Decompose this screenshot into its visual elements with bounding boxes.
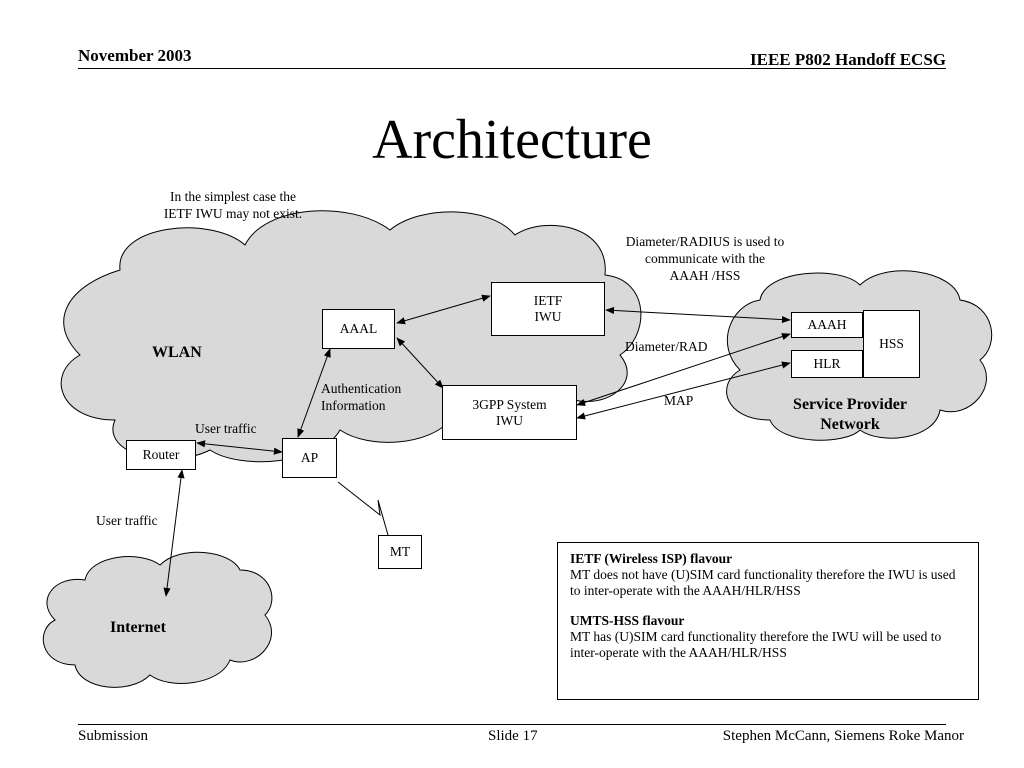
router-node[interactable]: Router <box>126 440 196 470</box>
diameter-note-line3: AAAH /HSS <box>669 268 741 283</box>
edge-ap-mt-wireless <box>337 481 389 536</box>
map-label: MAP <box>664 393 694 408</box>
aaah-node[interactable]: AAAH <box>791 312 863 338</box>
umts-flavour-heading: UMTS-HSS flavour <box>570 613 685 628</box>
3gpp-iwu-node[interactable]: 3GPP System IWU <box>442 385 577 440</box>
footer-slide-number: Slide 17 <box>488 728 538 744</box>
ap-node[interactable]: AP <box>282 438 337 478</box>
ietf-iwu-node[interactable]: IETF IWU <box>491 282 605 336</box>
auth-info-line1: Authentication <box>321 381 402 396</box>
aaal-node[interactable]: AAAL <box>322 309 395 349</box>
wlan-label: WLAN <box>152 344 202 361</box>
ietf-iwu-line1: IETF <box>533 293 563 308</box>
diameter-note-line2: communicate with the <box>645 251 765 266</box>
auth-info-line2: Information <box>321 398 386 413</box>
hlr-node[interactable]: HLR <box>791 350 863 378</box>
user-traffic-top-label: User traffic <box>195 421 257 436</box>
edge-ietf-aaah <box>605 306 791 324</box>
slide-title: Architecture <box>372 109 652 171</box>
user-traffic-left-label: User traffic <box>96 513 158 528</box>
hss-node[interactable]: HSS <box>863 310 920 378</box>
diameter-rad-label: Diameter/RAD <box>625 339 708 354</box>
service-provider-label-line2: Network <box>820 416 880 433</box>
footer-submission: Submission <box>78 728 149 744</box>
diameter-note-line1: Diameter/RADIUS is used to <box>625 234 785 249</box>
auth-info-label: Authentication Information <box>321 380 401 414</box>
edge-router-internet <box>163 469 185 597</box>
footer-rule <box>78 724 946 725</box>
internet-label: Internet <box>110 619 166 636</box>
edge-aaal-3gpp <box>396 337 444 389</box>
footer-author: Stephen McCann, Siemens Roke Manor <box>722 728 964 744</box>
edge-router-ap <box>196 440 283 455</box>
header-date: November 2003 <box>78 46 192 65</box>
service-provider-label-line1: Service Provider <box>793 396 907 413</box>
ietf-iwu-line2: IWU <box>534 309 562 324</box>
mt-node[interactable]: MT <box>378 535 422 569</box>
iwu-note-line1: In the simplest case the <box>170 189 296 204</box>
ietf-flavour-heading: IETF (Wireless ISP) flavour <box>570 551 733 566</box>
ietf-flavour-body: MT does not have (U)SIM card functionali… <box>570 567 956 598</box>
edge-aaal-ap <box>297 348 331 438</box>
header-group: IEEE P802 Handoff ECSG <box>749 50 946 69</box>
edge-3gpp-hlr <box>576 361 791 420</box>
edge-aaal-ietf <box>396 294 491 325</box>
3gpp-iwu-line2: IWU <box>496 412 523 428</box>
iwu-note-line2: IETF IWU may not exist. <box>163 206 303 221</box>
service-provider-label: Service Provider Network <box>770 395 930 435</box>
umts-flavour-body: MT has (U)SIM card functionality therefo… <box>570 629 942 660</box>
diameter-note: Diameter/RADIUS is used to communicate w… <box>590 233 820 284</box>
3gpp-iwu-line1: 3GPP System <box>472 396 547 412</box>
header-rule <box>78 68 946 69</box>
flavour-info-box: IETF (Wireless ISP) flavour MT does not … <box>557 542 979 700</box>
iwu-note: In the simplest case the IETF IWU may no… <box>128 188 338 222</box>
